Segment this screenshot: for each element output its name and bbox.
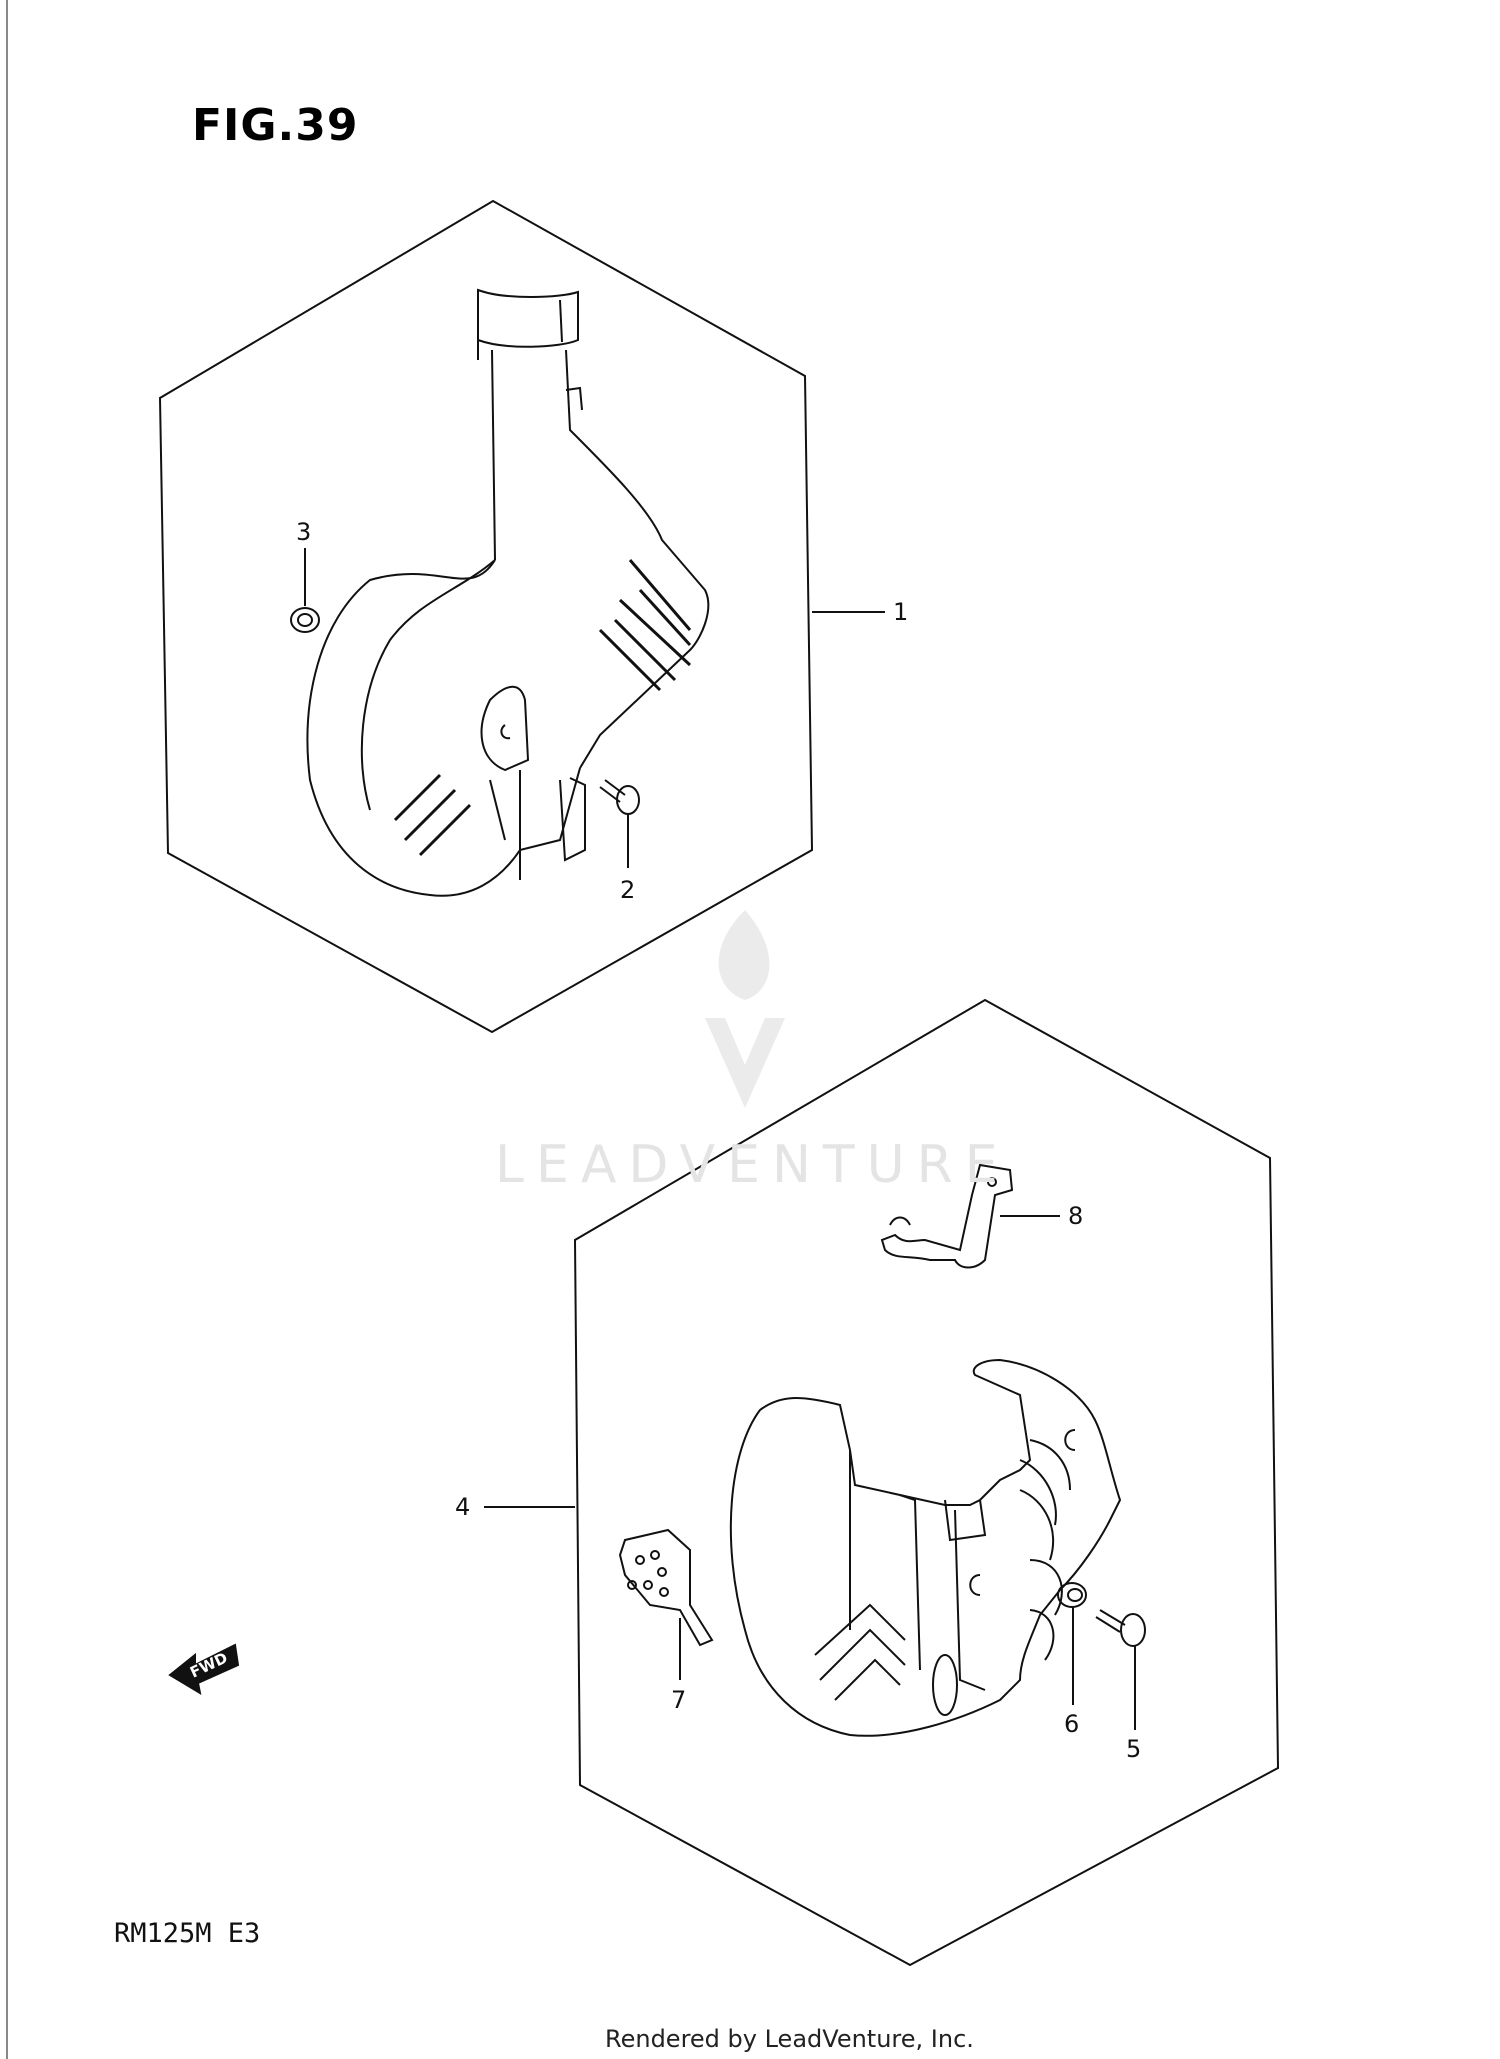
callout-6: 6 [1064, 1710, 1079, 1738]
callout-5: 5 [1126, 1735, 1141, 1763]
plate-part-7 [618, 1528, 714, 1680]
model-code: RM125M E3 [114, 1918, 261, 1949]
bolt-part-2 [599, 779, 640, 868]
callout-7: 7 [671, 1686, 686, 1714]
assembly-outline-4 [573, 998, 1280, 1967]
figure-title: FIG.39 [192, 100, 359, 151]
bracket-part-8 [880, 1163, 1014, 1269]
bolt-part-5 [1095, 1609, 1146, 1730]
callout-4: 4 [455, 1493, 470, 1521]
callout-2: 2 [620, 876, 635, 904]
watermark-logo [705, 910, 785, 1108]
radiator-guard-lower [729, 1358, 1122, 1737]
callout-1: 1 [893, 598, 908, 626]
callout-8: 8 [1068, 1202, 1083, 1230]
fwd-arrow-icon [168, 1643, 240, 1696]
callout-3: 3 [296, 518, 311, 546]
assembly-outline-1 [158, 199, 814, 1034]
watermark-text: LEADVENTURE [495, 1135, 1010, 1195]
grommet-part-3 [290, 548, 320, 633]
render-credit: Rendered by LeadVenture, Inc. [605, 2025, 974, 2053]
grommet-part-6 [1057, 1582, 1087, 1705]
radiator-guard-upper [306, 288, 710, 897]
